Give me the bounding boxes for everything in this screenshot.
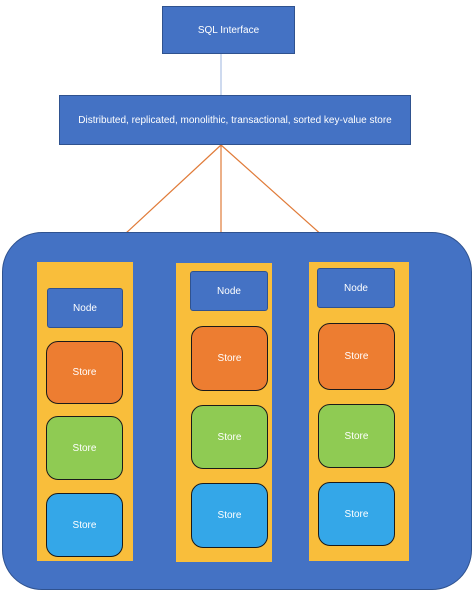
- node-label: Node: [217, 285, 241, 297]
- store-label: Store: [72, 442, 97, 454]
- store-box-3-orange: Store: [318, 323, 395, 390]
- store-box-2-cyan: Store: [191, 483, 268, 548]
- node-label: Node: [73, 302, 97, 314]
- store-label: Store: [344, 351, 369, 362]
- store-label: Store: [72, 519, 97, 531]
- sql-interface-label: SQL Interface: [197, 24, 260, 36]
- store-label: Store: [217, 431, 242, 443]
- store-box-1-orange: Store: [46, 341, 123, 404]
- store-box-2-green: Store: [191, 405, 268, 469]
- node-label: Node: [344, 282, 368, 294]
- store-label: Store: [344, 508, 369, 520]
- store-box-2-orange: Store: [191, 326, 268, 391]
- store-label: Store: [217, 510, 242, 521]
- store-label: Store: [72, 367, 97, 378]
- node-box-2: Node: [190, 271, 268, 311]
- store-box-1-cyan: Store: [46, 493, 123, 557]
- store-box-3-green: Store: [318, 404, 395, 468]
- node-box-3: Node: [317, 268, 395, 308]
- sql-interface-box: SQL Interface: [162, 6, 295, 54]
- store-box-1-green: Store: [46, 416, 123, 480]
- kv-store-box: Distributed, replicated, monolithic, tra…: [59, 95, 411, 145]
- store-box-3-cyan: Store: [318, 482, 395, 546]
- node-box-1: Node: [47, 288, 123, 328]
- store-label: Store: [217, 353, 242, 364]
- kv-store-label: Distributed, replicated, monolithic, tra…: [78, 114, 392, 126]
- store-label: Store: [344, 430, 369, 442]
